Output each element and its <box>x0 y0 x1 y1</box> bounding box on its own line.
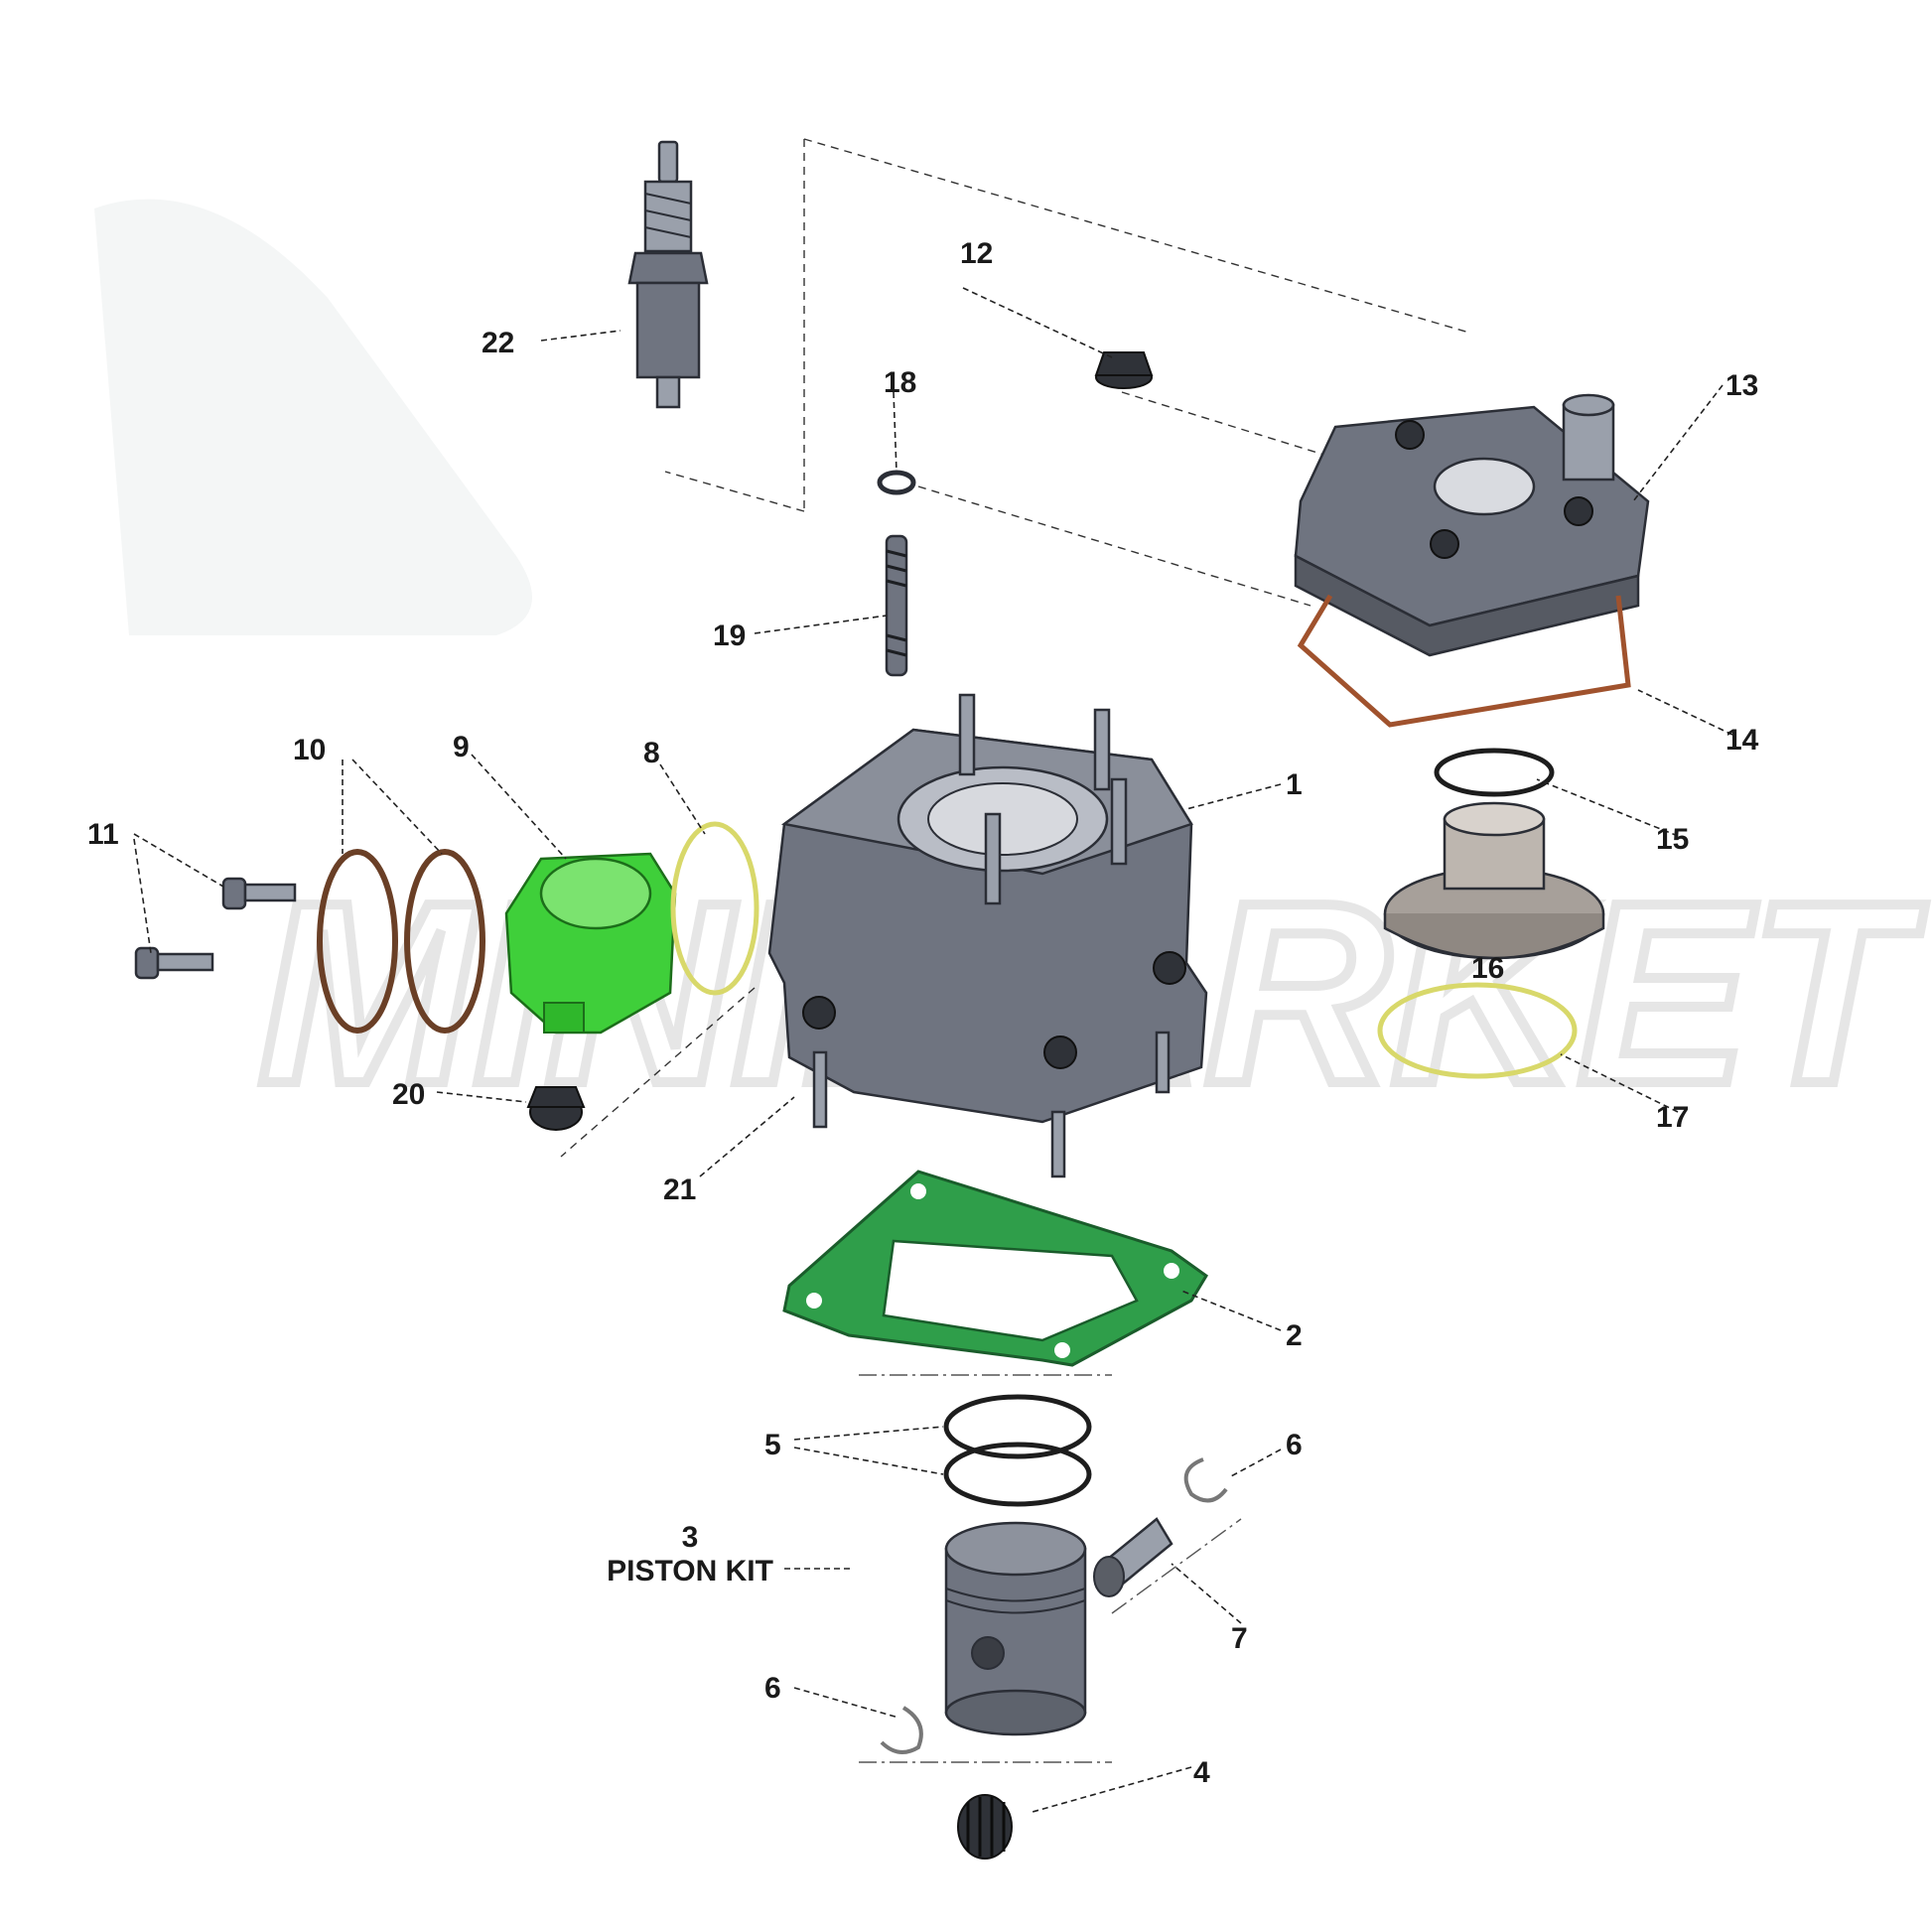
piston-ring-top <box>943 1394 1092 1459</box>
piston <box>944 1521 1087 1736</box>
callout-12: 12 <box>960 237 993 270</box>
callout-20: 20 <box>392 1078 425 1111</box>
assembly-lines <box>560 138 1470 1763</box>
callout-2: 2 <box>1286 1319 1303 1352</box>
piston-ring-bottom <box>943 1442 1092 1507</box>
callout-19: 19 <box>713 620 746 652</box>
head-gasket <box>1297 594 1631 728</box>
callout-3: 3 <box>682 1521 699 1554</box>
leader-lines <box>133 287 1733 1813</box>
callout-16: 16 <box>1471 952 1504 985</box>
intake-manifold <box>504 852 677 1035</box>
callout-labels: 1 2 3 PISTON KIT 4 5 6 6 7 8 9 10 11 12 … <box>87 237 1759 1789</box>
callout-17: 17 <box>1656 1101 1689 1134</box>
needle-bearing <box>957 1794 1013 1860</box>
combustion-chamber-oring <box>1434 748 1555 797</box>
intake-bolts <box>134 877 297 980</box>
callout-7: 7 <box>1231 1622 1248 1655</box>
wrist-pin-clip-left <box>880 1706 923 1754</box>
wrist-pin <box>1093 1517 1173 1597</box>
head-nut <box>1094 351 1154 389</box>
callout-1: 1 <box>1286 768 1303 801</box>
callout-5: 5 <box>764 1429 781 1461</box>
intake-oring-a <box>317 849 398 1034</box>
spark-plug <box>627 140 709 409</box>
cylinder-head <box>1294 393 1650 657</box>
base-gasket <box>782 1170 1208 1367</box>
base-nut <box>526 1086 586 1131</box>
callout-15: 15 <box>1656 823 1689 856</box>
callout-11: 11 <box>87 818 119 851</box>
callout-22: 22 <box>482 327 514 359</box>
cylinder-studs <box>958 693 1128 905</box>
callout-6-right: 6 <box>1286 1429 1303 1461</box>
stud <box>885 534 908 677</box>
piston-kit-caption: PISTON KIT <box>607 1555 773 1587</box>
callout-10: 10 <box>293 734 326 766</box>
intake-oring-yellow <box>670 821 759 996</box>
callout-18: 18 <box>884 366 916 399</box>
cylinder <box>767 693 1208 1178</box>
callout-13: 13 <box>1725 369 1758 402</box>
intake-oring-b <box>404 849 485 1034</box>
callout-8: 8 <box>643 737 660 769</box>
callout-4: 4 <box>1193 1756 1210 1789</box>
washer <box>877 470 916 495</box>
callout-21: 21 <box>663 1173 696 1206</box>
combustion-insert <box>1383 801 1605 960</box>
wrist-pin-clip-right <box>1183 1457 1228 1503</box>
callout-9: 9 <box>453 731 470 763</box>
cylinder-top-oring <box>1377 982 1578 1079</box>
callout-14: 14 <box>1725 724 1759 757</box>
callout-6-left: 6 <box>764 1672 781 1705</box>
